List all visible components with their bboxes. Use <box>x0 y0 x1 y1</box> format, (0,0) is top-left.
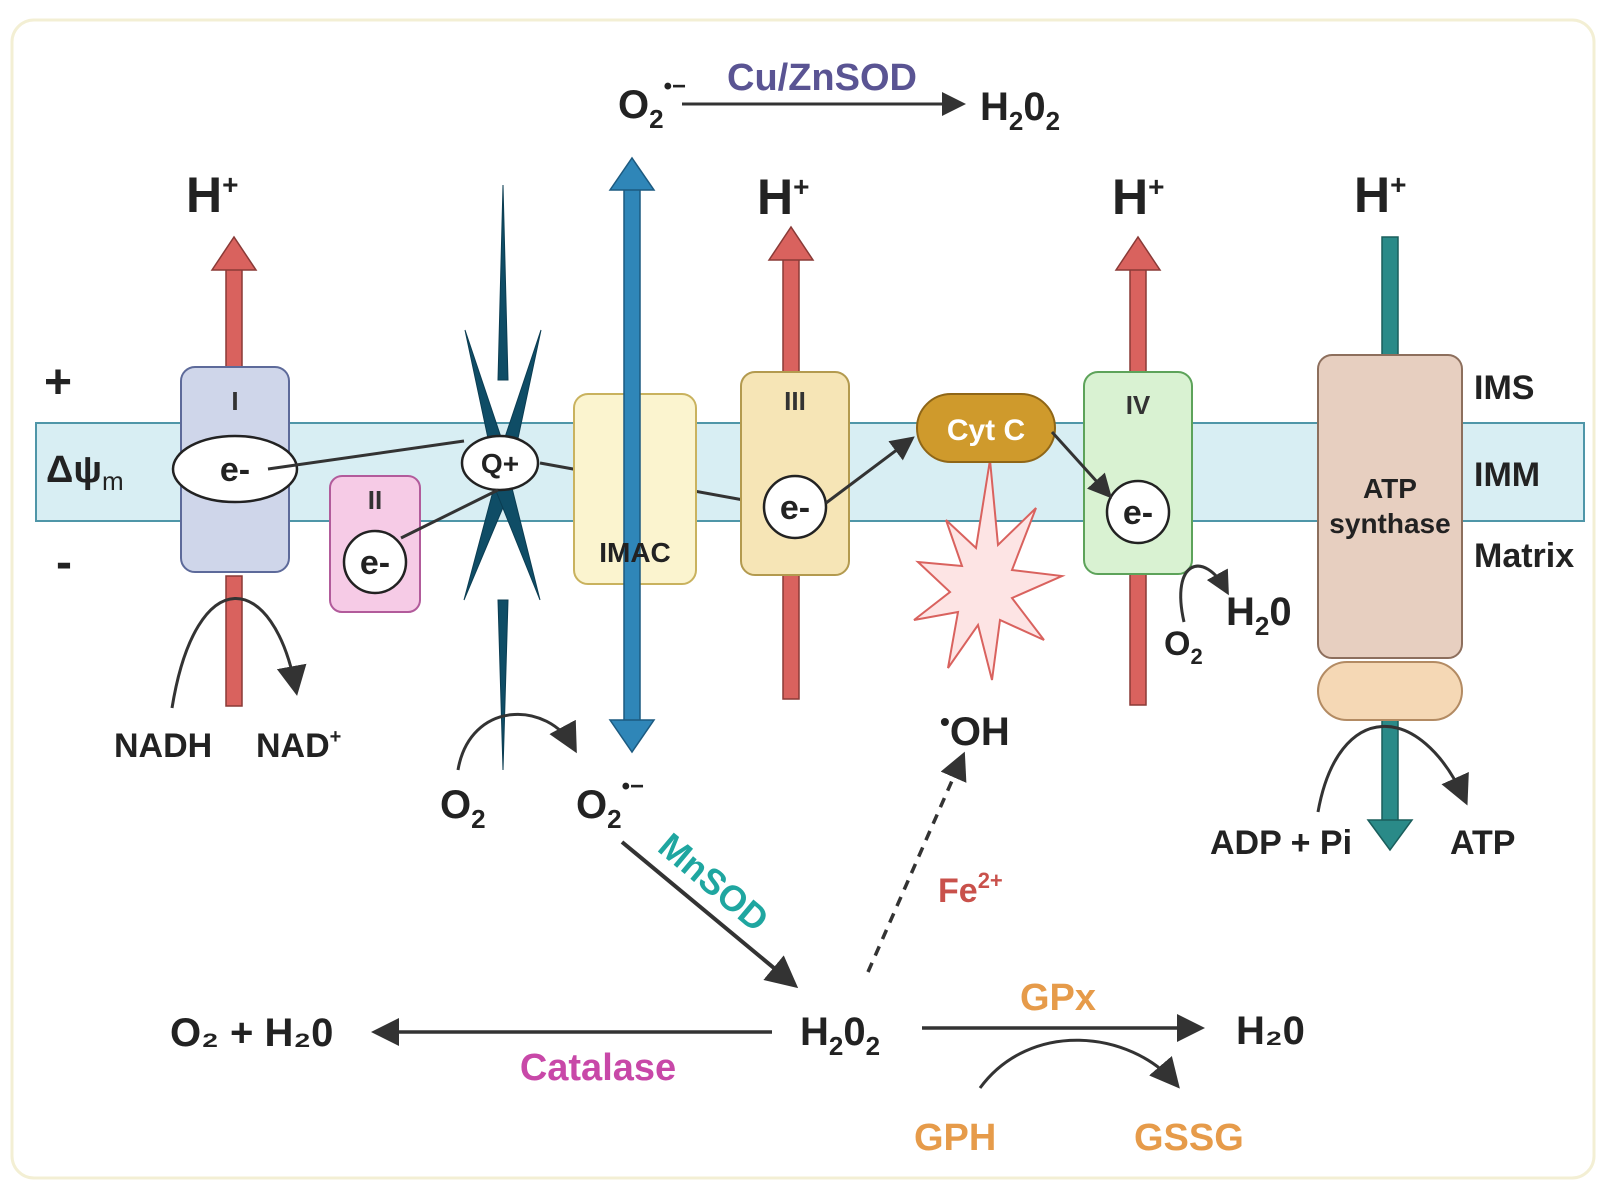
complex-i: I e- <box>171 235 299 707</box>
complex-ii-label: II <box>368 485 382 515</box>
membrane-potential-label: Δψm <box>46 449 124 496</box>
complex-i-electron-ellipse <box>171 434 299 504</box>
atp-synthase-label-line2: synthase <box>1329 508 1450 539</box>
complex-iv-electron-circle <box>1105 479 1171 545</box>
complex-iv-label: IV <box>1126 390 1151 420</box>
atp-synthase: ATP synthase <box>1317 236 1463 852</box>
electron-path-cytc-to-iv <box>1050 430 1113 499</box>
complex-iv-arrow-shaft <box>1129 267 1147 374</box>
atp-synthase-f1-cap <box>1317 661 1463 721</box>
complex-iii-electron: e- <box>780 489 810 527</box>
complex-ii-electron: e- <box>360 544 390 582</box>
nad-label: NAD+ <box>256 726 341 765</box>
qsite-oxygen-to-superoxide-arrow <box>456 712 577 771</box>
gssg-label: GSSG <box>1134 1117 1244 1159</box>
gph-to-gssg-arrow <box>978 1038 1180 1089</box>
ims-positive-sign: + <box>44 356 72 409</box>
qsite-oxygen: O2 <box>440 783 486 834</box>
electron-path-iii-to-cytc <box>825 436 915 505</box>
complex-iii-electron-circle <box>762 474 828 540</box>
imac-arrowhead-up <box>608 156 656 191</box>
gpx-product-water: H₂0 <box>1236 1009 1305 1053</box>
imac-channel: IMAC <box>573 156 697 754</box>
fenton-dashed-arrow <box>866 751 967 973</box>
adp-to-atp-arrow <box>1316 725 1469 813</box>
complex-i-arrowhead <box>210 235 258 271</box>
catalase-products: O₂ + H₂0 <box>170 1011 333 1055</box>
gpx-label: GPx <box>1020 977 1096 1019</box>
complex-i-arrow-lower <box>225 575 243 707</box>
complex-iii-label: III <box>784 386 806 416</box>
hydroxyl-radical-burst <box>913 459 1066 681</box>
atp-label: ATP <box>1450 824 1515 862</box>
catalase-label: Catalase <box>520 1047 676 1089</box>
gph-label: GPH <box>914 1117 996 1159</box>
region-label-ims: IMS <box>1474 369 1534 407</box>
complex-ii-electron-circle <box>342 529 408 595</box>
complex-iv-water: H20 <box>1226 590 1292 641</box>
atp-synthase-arrowhead-down <box>1366 819 1414 852</box>
electron-path-ii-to-q <box>400 488 499 540</box>
adp-pi-label: ADP + Pi <box>1210 824 1352 862</box>
proton-label-complex-iii: H+ <box>757 169 809 225</box>
complex-iv-oxygen-to-water-arrow <box>1179 564 1229 623</box>
atp-synthase-top-arrow-shaft <box>1381 236 1399 358</box>
complex-iii-arrowhead <box>767 225 815 261</box>
cu-zn-sod-label: Cu/ZnSOD <box>727 57 917 99</box>
complex-ii: II e- <box>329 475 421 613</box>
fe-ion-label: Fe2+ <box>938 868 1003 910</box>
electron-path-i-to-q <box>267 439 465 471</box>
matrix-negative-sign: - <box>56 536 72 589</box>
imac-label: IMAC <box>599 537 671 568</box>
complex-iv-arrowhead <box>1114 235 1162 271</box>
complex-iv-electron: e- <box>1123 494 1153 532</box>
nadh-to-nad-arrow <box>170 597 307 709</box>
hydroxyl-radical-label: •OH <box>940 706 1010 754</box>
complex-iv: IV e- <box>1083 235 1193 706</box>
qsite-superoxide: O2•− <box>576 773 644 834</box>
complex-i-arrow-shaft <box>225 267 243 369</box>
atp-synthase-label-line1: ATP <box>1363 473 1417 504</box>
proton-label-complex-i: H+ <box>186 167 238 223</box>
central-hydrogen-peroxide: H202 <box>800 1010 880 1061</box>
top-superoxide: O2•− <box>618 73 686 134</box>
region-label-imm: IMM <box>1474 456 1540 494</box>
imac-arrowhead-down <box>608 719 656 754</box>
region-label-matrix: Matrix <box>1474 537 1574 575</box>
complex-iii: III e- <box>740 225 850 700</box>
complex-i-electron: e- <box>220 451 250 489</box>
complex-iv-oxygen: O2 <box>1164 625 1203 669</box>
nadh-label: NADH <box>114 727 212 765</box>
proton-label-atp-synthase: H+ <box>1354 167 1406 223</box>
cyt-c-label: Cyt C <box>947 414 1025 447</box>
quinone-ellipse <box>460 434 540 492</box>
cyt-c-pill <box>916 393 1056 463</box>
atp-synthase-fo-box <box>1317 354 1463 659</box>
imac-bidirectional-arrow-shaft <box>623 187 641 724</box>
figure-frame <box>10 18 1596 1180</box>
complex-i-label: I <box>231 386 238 416</box>
proton-label-complex-iv: H+ <box>1112 169 1164 225</box>
top-hydrogen-peroxide: H202 <box>980 85 1060 136</box>
mnsod-arrow <box>620 840 799 989</box>
quinone-label: Q+ <box>481 448 519 479</box>
complex-iii-arrow-lower <box>782 572 800 700</box>
complex-iii-arrow-shaft <box>782 257 800 374</box>
complex-iv-arrow-lower <box>1129 572 1147 706</box>
